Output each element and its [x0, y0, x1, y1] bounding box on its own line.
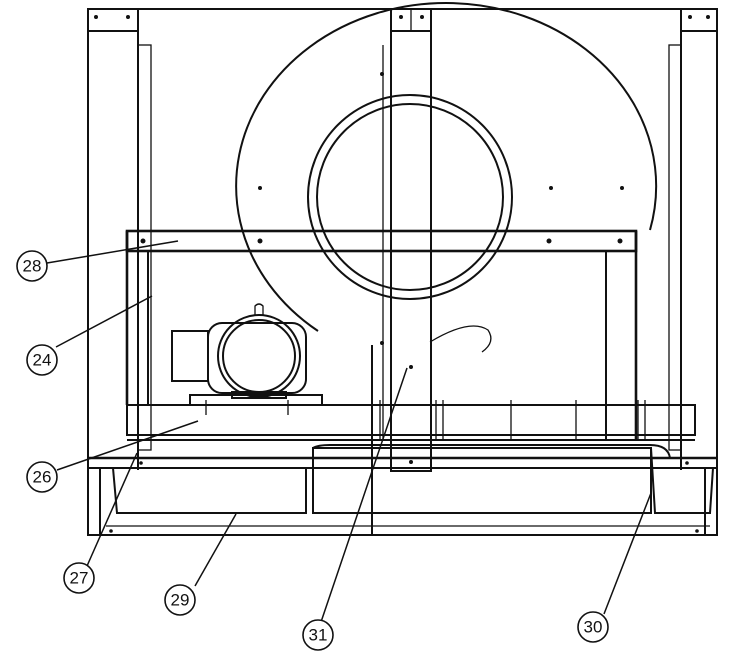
- callout-27: 27: [63, 562, 95, 594]
- callout-28-label: 28: [23, 257, 42, 276]
- drain-pan: [88, 444, 717, 535]
- leader-lines: [46, 240, 652, 623]
- callout-27-label: 27: [70, 569, 89, 588]
- motor-base: [126, 345, 696, 535]
- callout-28: 28: [16, 250, 48, 282]
- callout-26: 26: [26, 461, 58, 493]
- callout-26-label: 26: [33, 468, 52, 487]
- motor-frame: [125, 229, 638, 440]
- callout-29-label: 29: [171, 591, 190, 610]
- motor: [171, 303, 307, 399]
- callout-30-label: 30: [584, 618, 603, 637]
- callout-29: 29: [164, 584, 196, 616]
- callout-30: 30: [577, 611, 609, 643]
- callout-24: 24: [26, 344, 58, 376]
- callout-24-label: 24: [33, 351, 52, 370]
- callout-31: 31: [302, 619, 334, 651]
- callout-31-label: 31: [309, 626, 328, 645]
- blower-housing: [235, 2, 658, 353]
